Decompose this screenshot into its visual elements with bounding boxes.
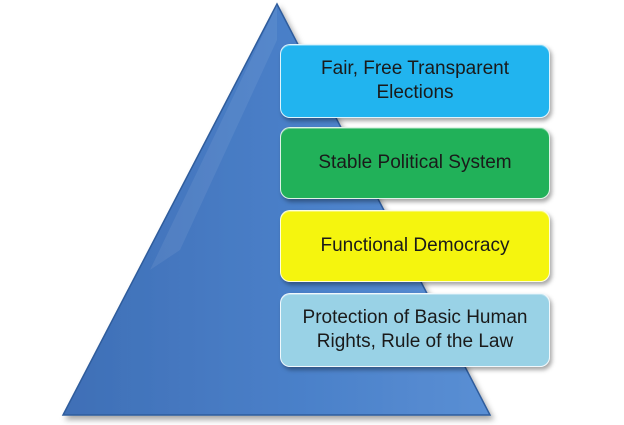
pyramid-level-political-system: Stable Political System bbox=[280, 127, 550, 199]
pyramid-level-elections: Fair, Free Transparent Elections bbox=[280, 44, 550, 118]
pyramid-level-human-rights: Protection of Basic Human Rights, Rule o… bbox=[280, 293, 550, 367]
pyramid-level-democracy: Functional Democracy bbox=[280, 210, 550, 282]
